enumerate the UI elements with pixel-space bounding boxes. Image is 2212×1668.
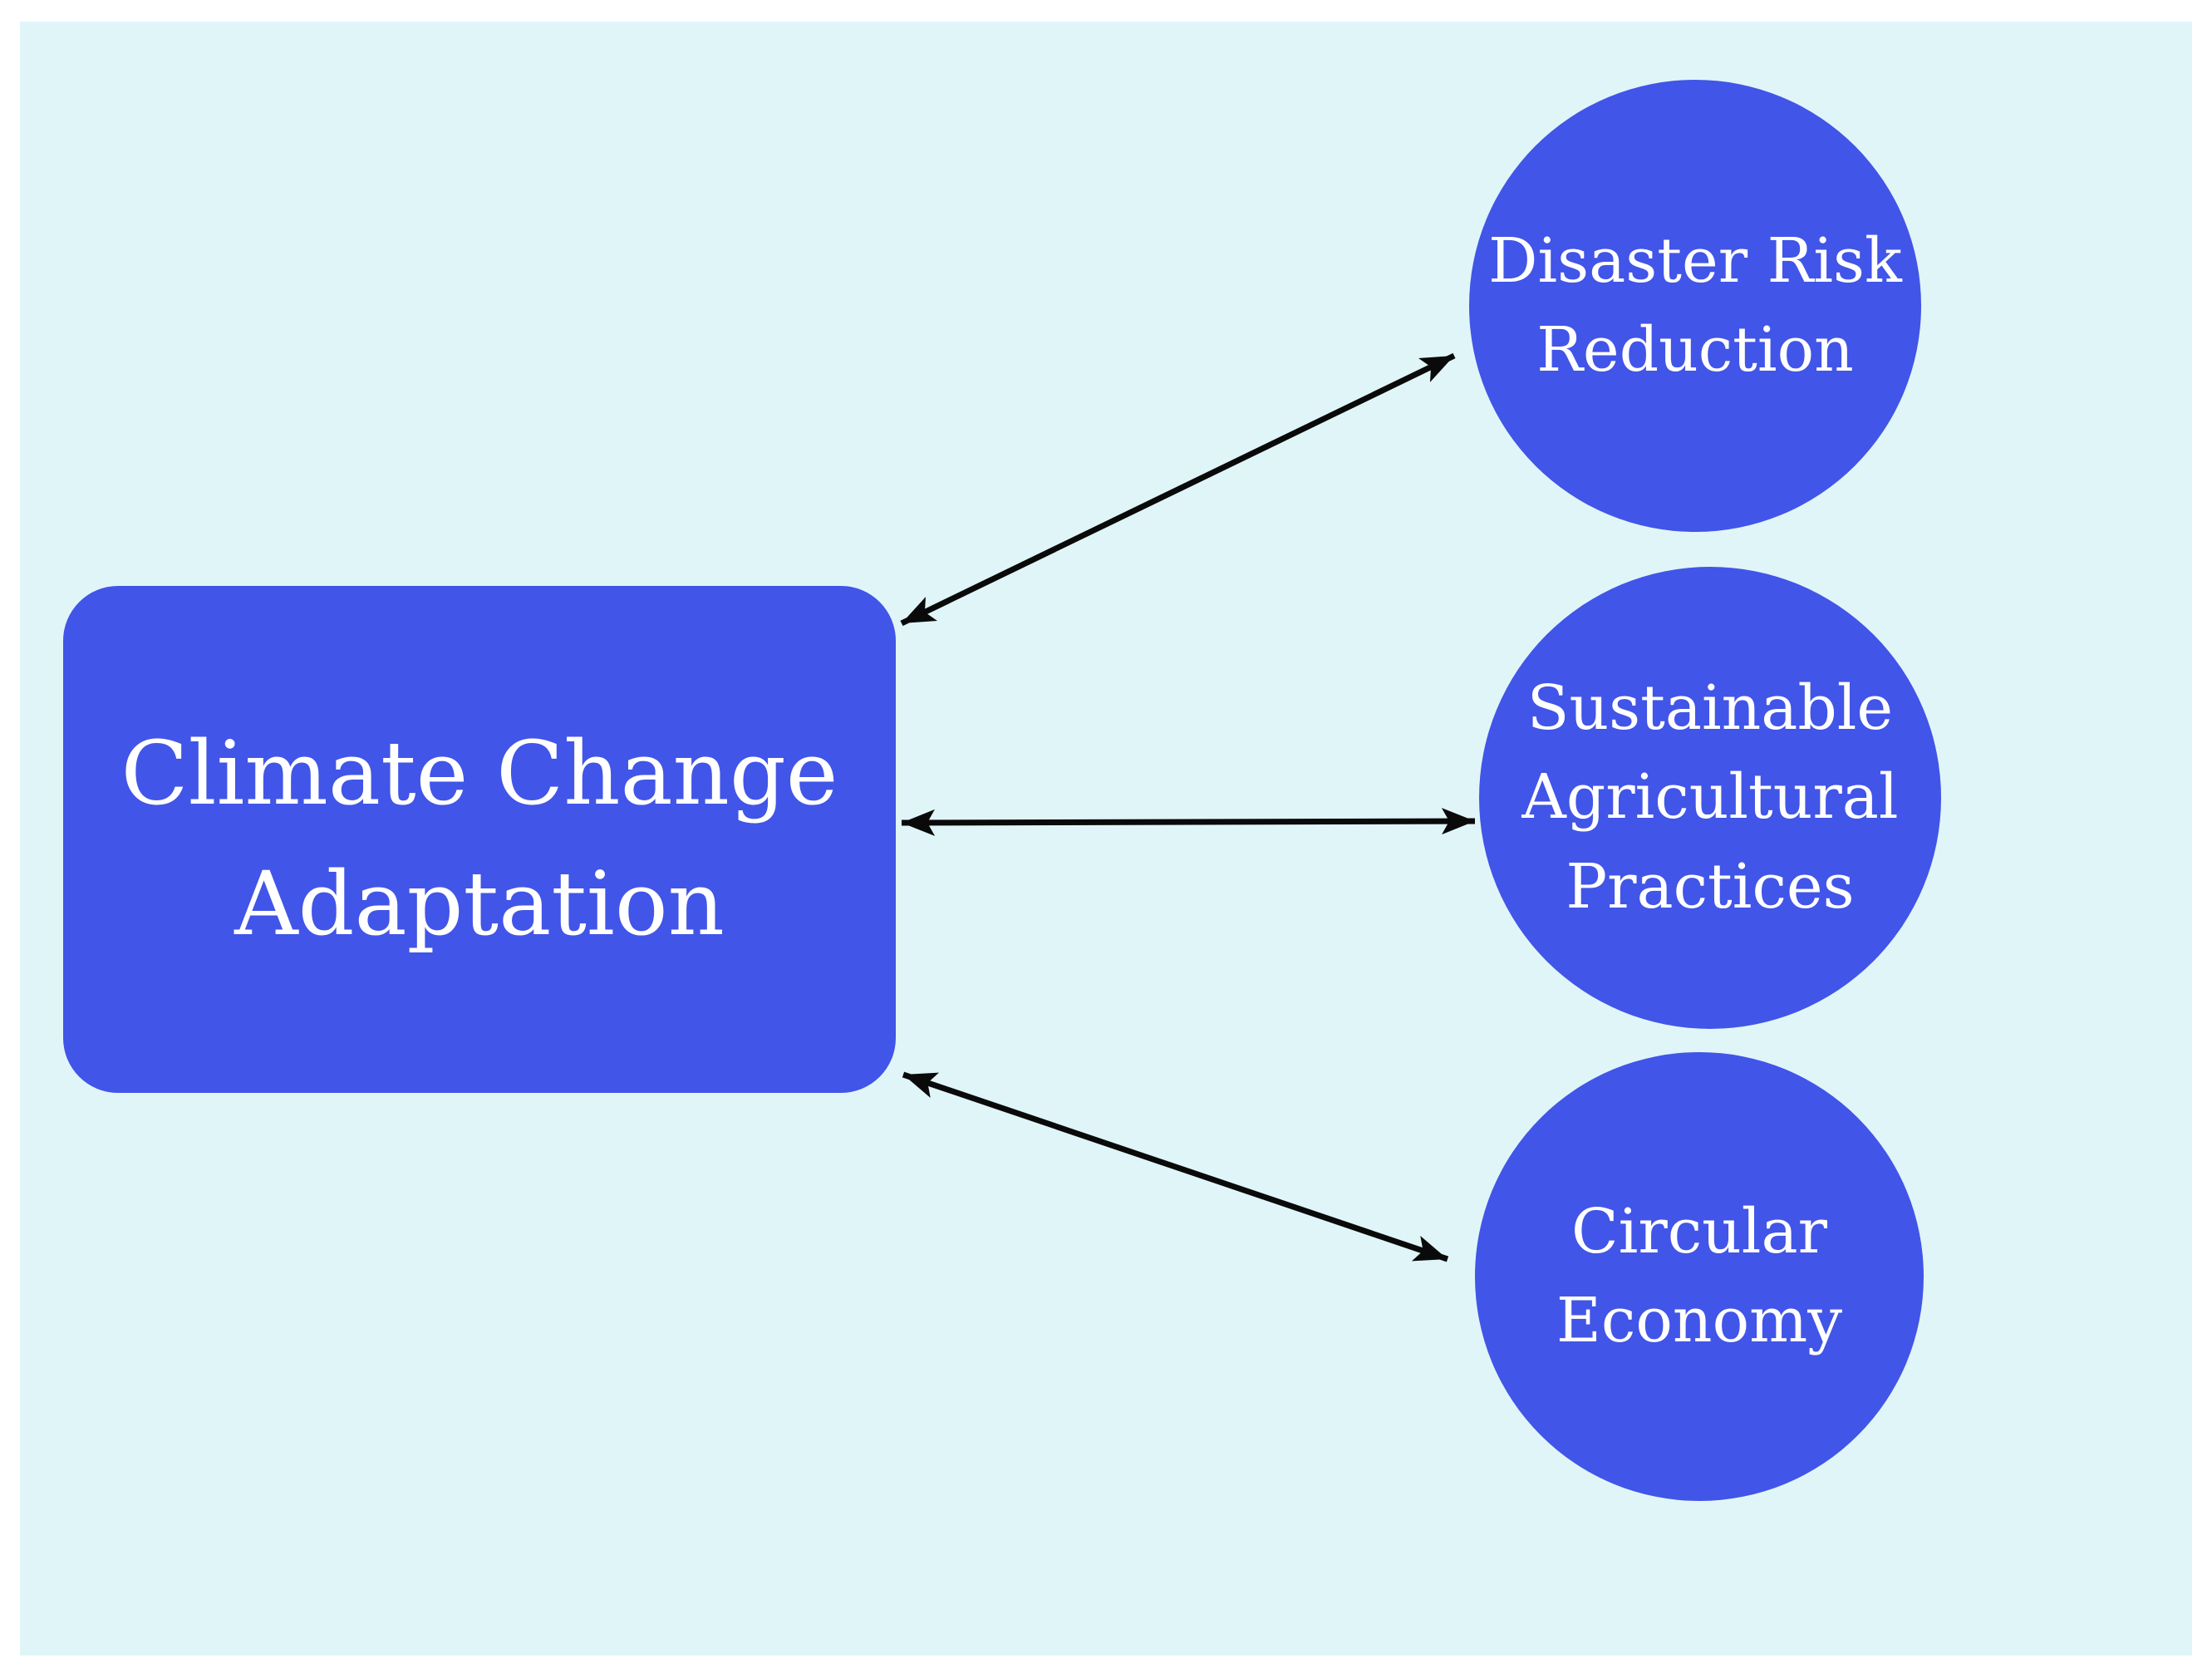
node-label-line: Adaptation: [234, 853, 725, 955]
node-label-line: Practices: [1566, 850, 1855, 923]
node-disaster-risk-reduction: Disaster Risk Reduction: [1469, 80, 1921, 532]
node-label-line: Agricultural: [1521, 761, 1899, 834]
node-label-line: Disaster Risk: [1488, 224, 1902, 297]
node-circular-economy: Circular Economy: [1475, 1052, 1924, 1501]
edge-root-to-circular-economy: [902, 1071, 1449, 1262]
node-label-line: Climate Change: [120, 722, 838, 825]
node-climate-change-adaptation: Climate Change Adaptation: [63, 586, 896, 1093]
node-label-line: Reduction: [1536, 314, 1854, 386]
node-label-line: Circular: [1571, 1195, 1827, 1267]
node-label-line: Economy: [1556, 1285, 1843, 1356]
node-label-line: Sustainable: [1526, 672, 1894, 745]
node-sustainable-agricultural-practices: Sustainable Agricultural Practices: [1479, 567, 1941, 1029]
edge-root-to-sustainable-agricultural-practices: [901, 808, 1476, 836]
edge-root-to-disaster-risk-reduction: [900, 352, 1456, 627]
diagram-canvas: Climate Change Adaptation Disaster Risk …: [20, 22, 2192, 1656]
